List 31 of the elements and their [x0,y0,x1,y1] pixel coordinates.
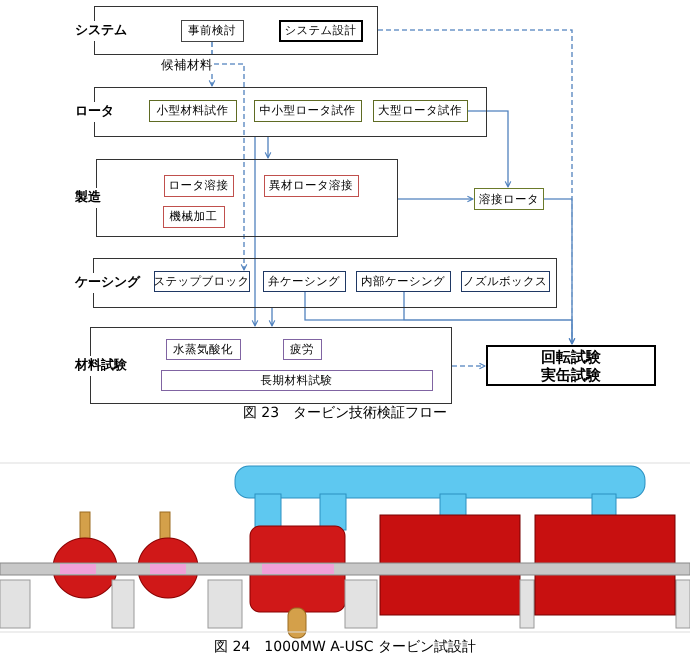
process-box: 事前検討 [180,20,244,42]
arrow [403,292,576,345]
process-box: 疲労 [282,338,322,360]
figure-caption: 図 23 タービン技術検証フロー [242,405,448,421]
process-box: システム設計 [278,20,363,42]
arrow [252,137,258,327]
arrow [398,196,474,202]
group-heading: 材料試験 [73,356,129,376]
arrow [211,42,248,271]
process-box: 水蒸気酸化 [166,338,241,360]
arrow [264,137,272,159]
process-box: 長期材料試験 [160,370,433,391]
process-box: ノズルボックス [460,270,550,292]
process-box: 溶接ロータ [474,188,544,210]
result-box: 回転試験実缶試験 [486,345,656,386]
arrow [468,110,512,188]
process-box: 小型材料試作 [148,100,237,122]
figure-caption: 図 24 1000MW A-USC タービン試設計 [214,639,476,655]
group-heading: システム [73,20,129,40]
process-box: 内部ケーシング [356,270,451,292]
process-box: 大型ロータ試作 [372,100,468,122]
arrow [452,362,486,370]
arrow [268,308,276,327]
edge-label: 候補材料 [161,57,213,74]
process-box: 中小型ロータ試作 [254,100,362,122]
process-box: 弁ケーシング [262,270,346,292]
process-box: 機械加工 [162,206,225,228]
group-heading: ケーシング [73,273,142,293]
process-box: ロータ溶接 [164,174,234,197]
group-heading: 製造 [73,188,103,208]
process-box: 異材ロータ溶接 [264,174,359,197]
